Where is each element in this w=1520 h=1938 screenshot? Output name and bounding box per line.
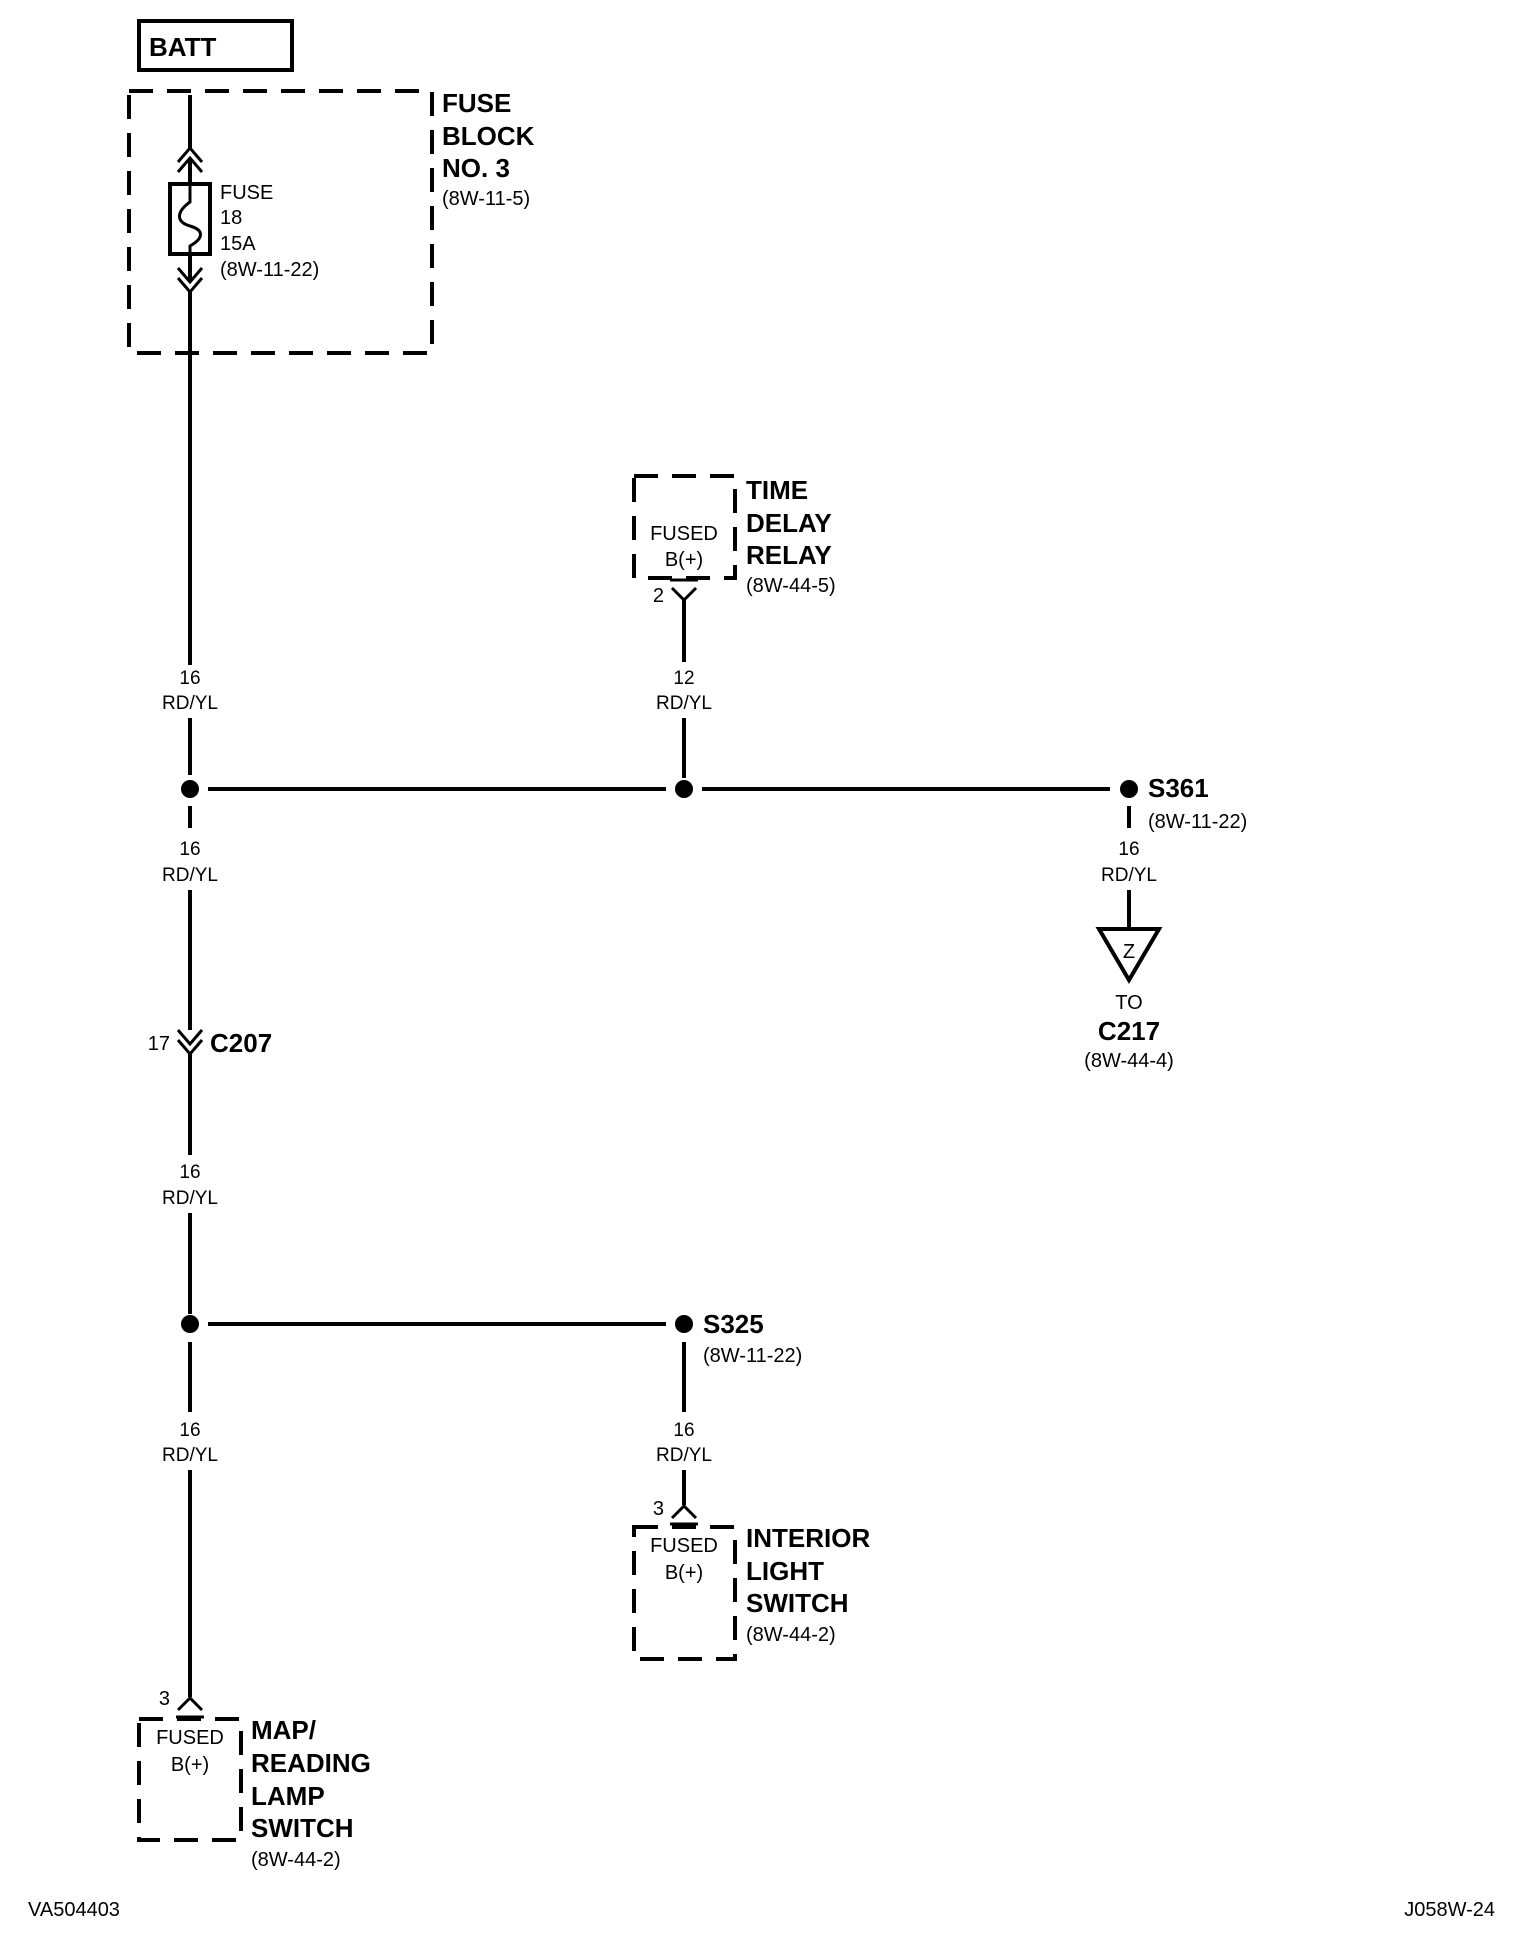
time-delay-relay: FUSED B(+) TIME DELAY RELAY (8W-44-5) 2 bbox=[632, 474, 836, 607]
interior-box-line1: FUSED bbox=[650, 1535, 718, 1557]
wire-after-c207-color: RD/YL bbox=[162, 1188, 218, 1209]
wire-main-upper-gauge: 16 bbox=[179, 668, 200, 689]
wire-relay-feed-color: RD/YL bbox=[656, 693, 712, 714]
offpage-to: TO bbox=[1115, 992, 1142, 1014]
wire-s361-color: RD/YL bbox=[1101, 865, 1157, 886]
wire-to-map-color: RD/YL bbox=[162, 1445, 218, 1466]
fuse-block-ref: (8W-11-5) bbox=[442, 188, 530, 210]
wire-main-mid-color: RD/YL bbox=[162, 865, 218, 886]
interior-line2: LIGHT bbox=[746, 1556, 824, 1586]
splice-dot-lower bbox=[181, 1315, 199, 1333]
wire-relay-feed-gauge: 12 bbox=[673, 668, 694, 689]
interior-pin: 3 bbox=[653, 1498, 664, 1520]
splice-dot-s361 bbox=[1120, 780, 1138, 798]
map-ref: (8W-44-2) bbox=[251, 1849, 341, 1871]
map-line2: READING bbox=[251, 1748, 371, 1778]
relay-line3: RELAY bbox=[746, 540, 832, 570]
wire-to-interior-color: RD/YL bbox=[656, 1445, 712, 1466]
batt-box: BATT bbox=[137, 19, 294, 72]
splice-dot-main bbox=[181, 780, 199, 798]
c207-pin: 17 bbox=[148, 1033, 170, 1055]
wire-after-c207-gauge: 16 bbox=[179, 1162, 200, 1183]
s325-label: S325 bbox=[703, 1309, 764, 1339]
footer-left: VA504403 bbox=[28, 1899, 120, 1921]
fuse-block-line1: FUSE bbox=[442, 88, 511, 118]
wire-to-map-gauge: 16 bbox=[179, 1420, 200, 1441]
relay-line1: TIME bbox=[746, 475, 808, 505]
connector-c207: 17 C207 bbox=[148, 1028, 272, 1058]
wire-s361-gauge: 16 bbox=[1118, 839, 1139, 860]
relay-box-line1: FUSED bbox=[650, 523, 718, 545]
interior-box-line2: B(+) bbox=[665, 1562, 703, 1584]
wire-to-interior-gauge: 16 bbox=[673, 1420, 694, 1441]
interior-line3: SWITCH bbox=[746, 1588, 849, 1618]
splice-dot-relay bbox=[675, 780, 693, 798]
map-line1: MAP/ bbox=[251, 1715, 316, 1745]
footer-right: J058W-24 bbox=[1404, 1899, 1495, 1921]
offpage-ref: (8W-44-4) bbox=[1084, 1050, 1174, 1072]
interior-ref: (8W-44-2) bbox=[746, 1624, 836, 1646]
relay-line2: DELAY bbox=[746, 508, 832, 538]
fuse-number: 18 bbox=[220, 207, 242, 229]
splice-dot-s325 bbox=[675, 1315, 693, 1333]
map-line3: LAMP bbox=[251, 1781, 325, 1811]
s361-ref: (8W-11-22) bbox=[1148, 811, 1247, 833]
batt-label: BATT bbox=[149, 32, 217, 62]
relay-pin-chevron bbox=[670, 586, 698, 603]
fuse-block-line2: BLOCK bbox=[442, 121, 535, 151]
fuse-18: FUSE 18 15A (8W-11-22) bbox=[168, 182, 319, 281]
s361-label: S361 bbox=[1148, 773, 1209, 803]
relay-box-line2: B(+) bbox=[665, 549, 703, 571]
map-line4: SWITCH bbox=[251, 1813, 354, 1843]
s325-ref: (8W-11-22) bbox=[703, 1345, 802, 1367]
fuse-lower-chevron-1 bbox=[176, 267, 204, 285]
fuse-ref: (8W-11-22) bbox=[220, 259, 319, 281]
offpage-z: Z TO C217 (8W-44-4) bbox=[1084, 927, 1174, 1072]
offpage-letter: Z bbox=[1123, 941, 1135, 963]
fuse-rating: 15A bbox=[220, 233, 256, 255]
fuse-block-line3: NO. 3 bbox=[442, 153, 510, 183]
fuse-block: FUSE BLOCK NO. 3 (8W-11-5) bbox=[127, 88, 535, 355]
map-reading-lamp-switch: 3 FUSED B(+) MAP/ READING LAMP SWITCH (8… bbox=[137, 1688, 371, 1871]
fuse-upper-chevron-1 bbox=[176, 145, 204, 163]
relay-ref: (8W-44-5) bbox=[746, 575, 836, 597]
interior-light-switch: 3 FUSED B(+) INTERIOR LIGHT SWITCH (8W-4… bbox=[632, 1498, 870, 1661]
fuse-label: FUSE bbox=[220, 182, 273, 204]
c207-label: C207 bbox=[210, 1028, 272, 1058]
interior-line1: INTERIOR bbox=[746, 1523, 870, 1553]
wire-main-mid-gauge: 16 bbox=[179, 839, 200, 860]
offpage-connector: C217 bbox=[1098, 1016, 1160, 1046]
wire-main-upper-color: RD/YL bbox=[162, 693, 218, 714]
fuse-upper-chevron-2 bbox=[176, 155, 204, 173]
map-box-line2: B(+) bbox=[171, 1754, 209, 1776]
map-box-line1: FUSED bbox=[156, 1727, 224, 1749]
relay-pin: 2 bbox=[653, 585, 664, 607]
map-pin: 3 bbox=[159, 1688, 170, 1710]
